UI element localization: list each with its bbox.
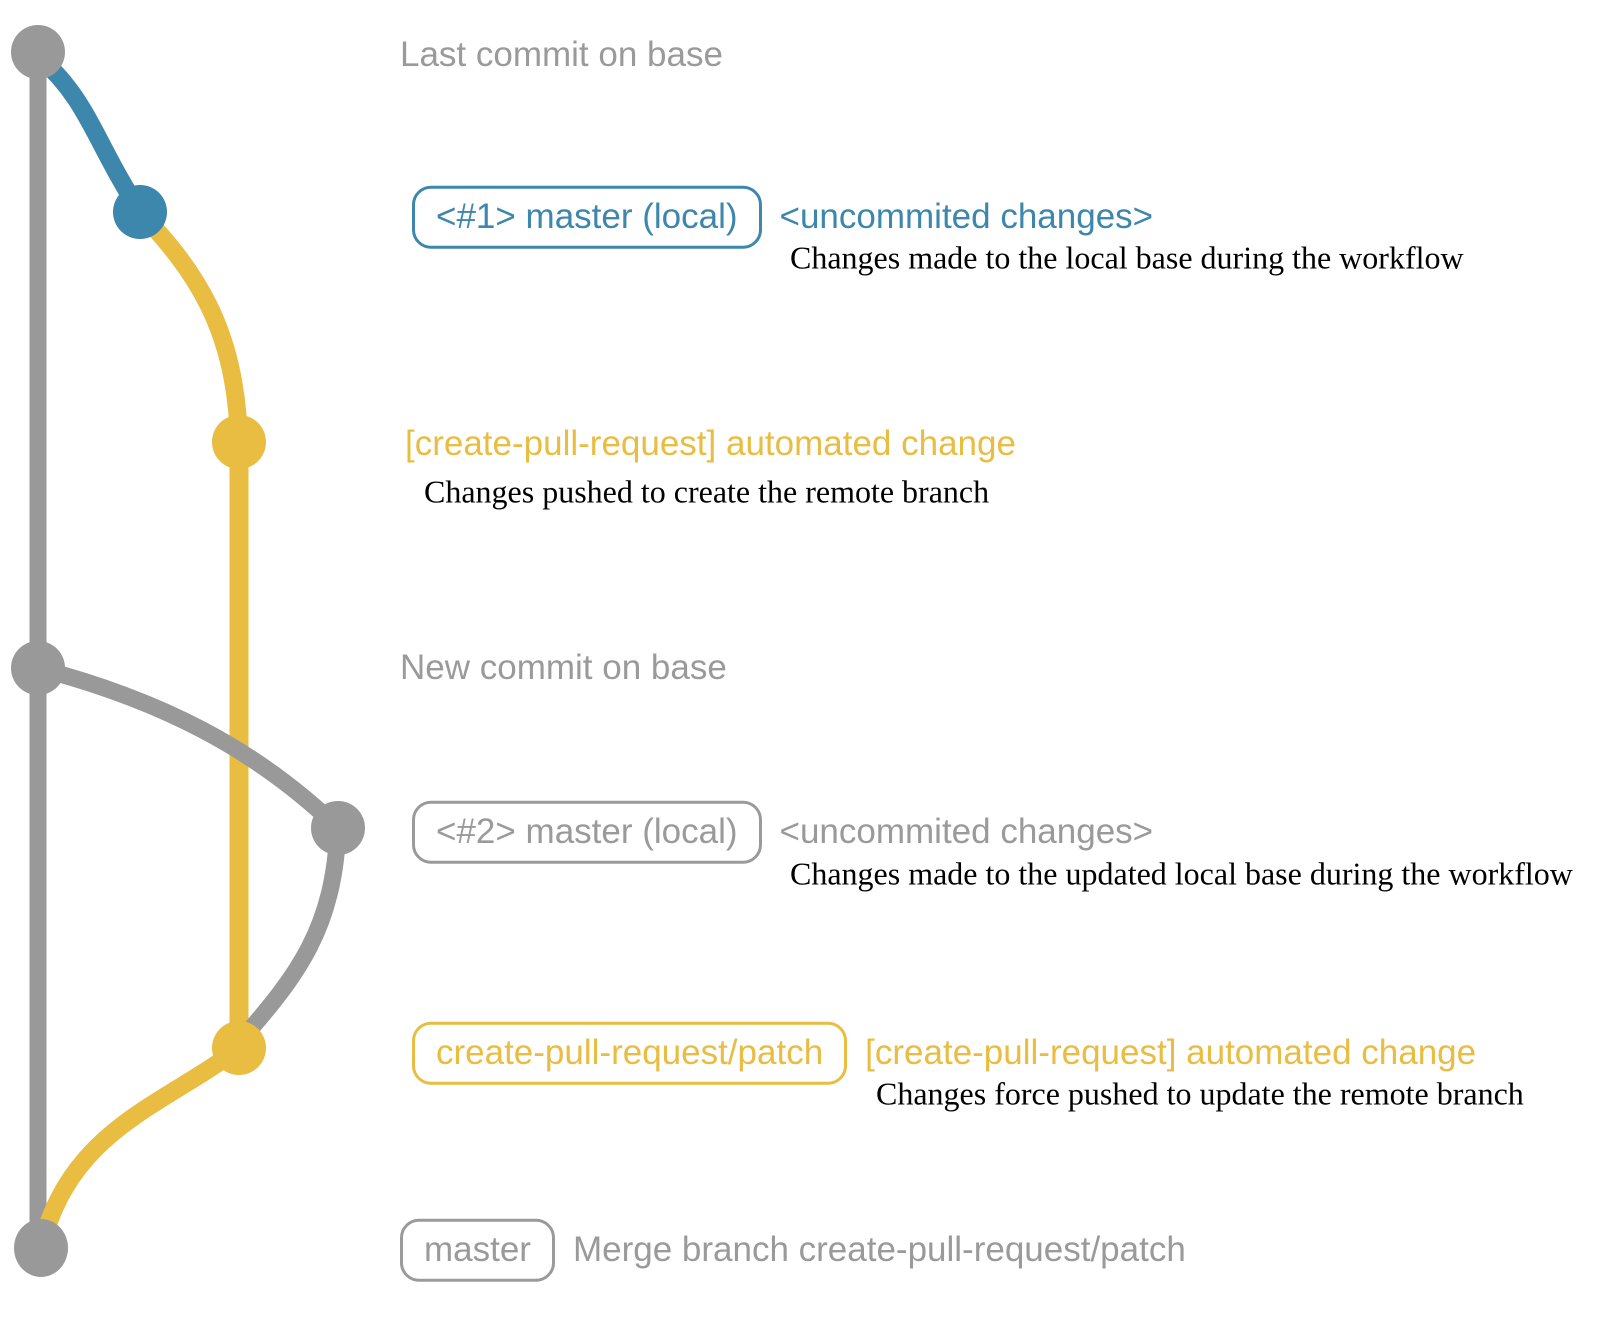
commit-dot-local-1	[113, 185, 167, 239]
description-local-changes-2: Changes made to the updated local base d…	[790, 855, 1573, 892]
branch-badge-master-local-2: <#2> master (local)	[412, 800, 762, 864]
annotation-uncommited-changes-2: <uncommited changes>	[779, 811, 1154, 851]
branch-badge-patch: create-pull-request/patch	[412, 1021, 848, 1085]
commit-dot-patch-1	[212, 415, 266, 469]
commit-dot-patch-2	[212, 1021, 266, 1075]
commit-dot-merge	[14, 1219, 68, 1277]
commit-dot-base-tip	[11, 25, 65, 79]
branch-badge-master: master	[400, 1218, 555, 1282]
label-last-commit-on-base: Last commit on base	[400, 34, 723, 74]
description-local-changes-1: Changes made to the local base during th…	[790, 239, 1464, 276]
annotation-automated-change-2: [create-pull-request] automated change	[865, 1032, 1477, 1072]
commit-dot-base-new	[11, 641, 65, 695]
branch-badge-master-local-1: <#1> master (local)	[412, 185, 762, 249]
commit-dot-local-2	[311, 801, 365, 855]
description-pushed-to-create: Changes pushed to create the remote bran…	[424, 473, 990, 510]
annotation-merge-branch: Merge branch create-pull-request/patch	[572, 1229, 1186, 1269]
description-force-pushed: Changes force pushed to update the remot…	[876, 1075, 1524, 1112]
patch-merge-line	[33, 1039, 248, 1253]
annotation-uncommited-changes-1: <uncommited changes>	[779, 196, 1154, 236]
local-master-2-merge-line	[232, 819, 347, 1049]
local-master-1-branch-line	[31, 49, 149, 221]
patch-branch-curve-top	[131, 203, 248, 454]
annotation-automated-change-1: [create-pull-request] automated change	[405, 423, 1016, 463]
label-new-commit-on-base: New commit on base	[400, 647, 727, 687]
local-master-2-branch-line	[29, 659, 347, 837]
